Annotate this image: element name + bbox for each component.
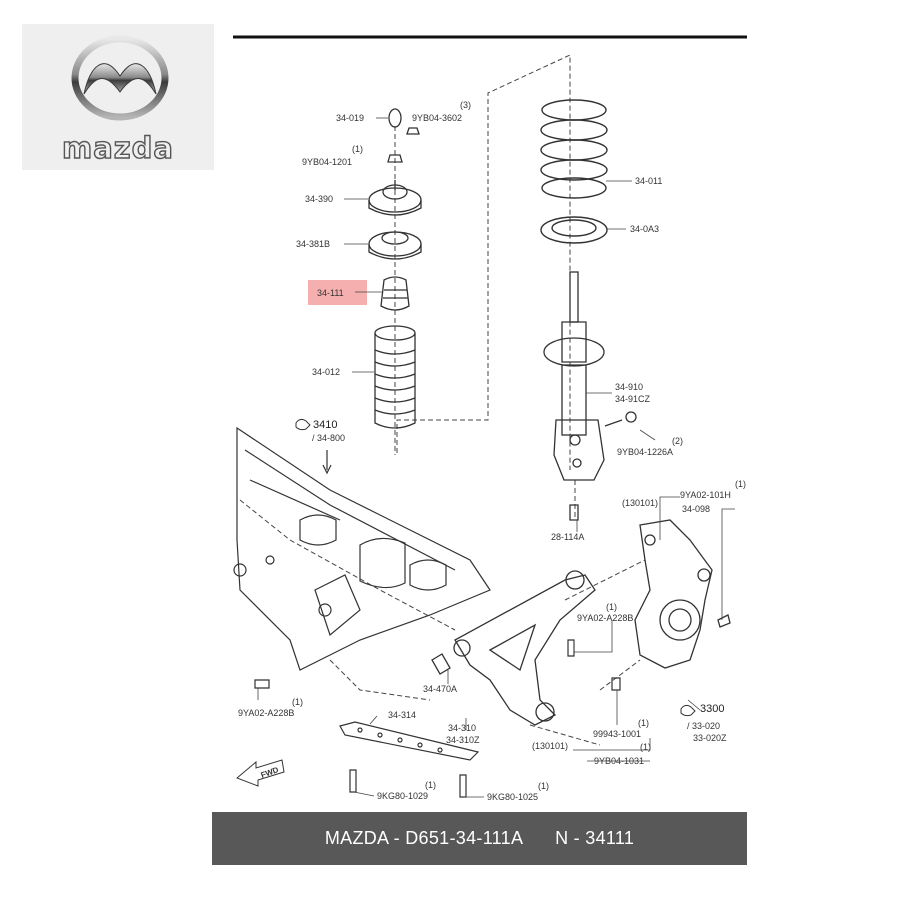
label-9kg80-1025: 9KG80-1025 xyxy=(487,792,538,802)
qty-label: (1) xyxy=(538,781,549,791)
plate-34-314 xyxy=(254,639,621,798)
label-9yb04-1201: 9YB04-1201 xyxy=(302,157,352,167)
caption-spacer xyxy=(523,828,555,849)
highlighted-part-marker xyxy=(308,280,367,305)
nut-icon xyxy=(406,127,420,135)
label-34-098: 34-098 xyxy=(682,504,710,514)
label-34-91cz: 34-91CZ xyxy=(615,394,651,404)
label-9ya02-a228b-left: 9YA02-A228B xyxy=(238,708,294,718)
label-34-381b: 34-381B xyxy=(296,239,330,249)
caption-bar: MAZDA - D651-34-111A N - 34111 xyxy=(212,812,747,865)
forward-arrow-icon xyxy=(236,759,285,787)
qty-label: (1) xyxy=(606,602,617,612)
label-34-0a3: 34-0A3 xyxy=(630,224,659,234)
label-34-111: 34-111 xyxy=(317,288,344,298)
coil-spring xyxy=(540,99,608,244)
label-9ya02-101h: 9YA02-101H xyxy=(680,490,731,500)
label-34-390: 34-390 xyxy=(305,194,333,204)
strut-assembly xyxy=(543,271,637,521)
strut-mount-parts xyxy=(368,108,422,429)
label-130101-b: (130101) xyxy=(532,741,568,751)
label-99943-1001: 99943-1001 xyxy=(593,729,641,739)
label-34-910: 34-910 xyxy=(615,382,643,392)
label-9yb04-3602: 9YB04-3602 xyxy=(412,113,462,123)
label-9ya02-a228b: 9YA02-A228B xyxy=(577,613,633,623)
label-3300: 3300 xyxy=(700,703,724,715)
steering-knuckle xyxy=(634,519,731,669)
label-34-800: / 34-800 xyxy=(312,433,345,443)
qty-label: (1) xyxy=(638,718,649,728)
leader-lines xyxy=(257,117,735,798)
assembly-guide-lines xyxy=(239,54,646,746)
qty-label: (3) xyxy=(460,100,471,110)
qty-label: (2) xyxy=(672,436,683,446)
reference-clip-icons xyxy=(295,418,696,717)
label-3410: 3410 xyxy=(313,419,337,431)
label-34-470a: 34-470A xyxy=(423,684,457,694)
label-130101: (130101) xyxy=(622,498,658,508)
qty-label: (1) xyxy=(425,780,436,790)
qty-label: (1) xyxy=(352,144,363,154)
label-9yb04-1226a: 9YB04-1226A xyxy=(617,447,673,457)
mazda-logo: mazda xyxy=(22,24,214,170)
label-34-314: 34-314 xyxy=(388,710,416,720)
label-34-310: 34-310 xyxy=(448,723,476,733)
label-34-019: 34-019 xyxy=(336,113,364,123)
reference-clip-icon-2 xyxy=(680,704,696,717)
dust-cap-icon xyxy=(388,108,402,128)
part-labels: 34-019 9YB04-3602 (3) 9YB04-1201 (1) 34-… xyxy=(238,100,746,802)
qty-label: (1) xyxy=(735,479,746,489)
label-9kg80-1029: 9KG80-1029 xyxy=(377,791,428,801)
label-33-020z: 33-020Z xyxy=(693,733,727,743)
mazda-wordmark: mazda xyxy=(61,130,174,165)
label-34-011: 34-011 xyxy=(635,176,662,186)
caption-reference-number: N - 34111 xyxy=(555,828,635,848)
nut-icon-2 xyxy=(387,154,403,163)
reference-clip-icon xyxy=(295,418,311,431)
subframe xyxy=(233,426,491,671)
label-34-310z: 34-310Z xyxy=(446,735,480,745)
mazda-emblem-icon xyxy=(71,35,169,121)
label-34-012: 34-012 xyxy=(312,367,340,377)
lower-control-arm xyxy=(431,570,596,726)
caption-part-number: MAZDA - D651-34-111A xyxy=(324,828,524,848)
label-28-114a: 28-114A xyxy=(551,532,584,542)
label-33-020: / 33-020 xyxy=(687,721,720,731)
qty-label: (1) xyxy=(640,742,651,752)
label-9yb04-1031: 9YB04-1031 xyxy=(594,756,644,766)
qty-label: (1) xyxy=(292,697,303,707)
